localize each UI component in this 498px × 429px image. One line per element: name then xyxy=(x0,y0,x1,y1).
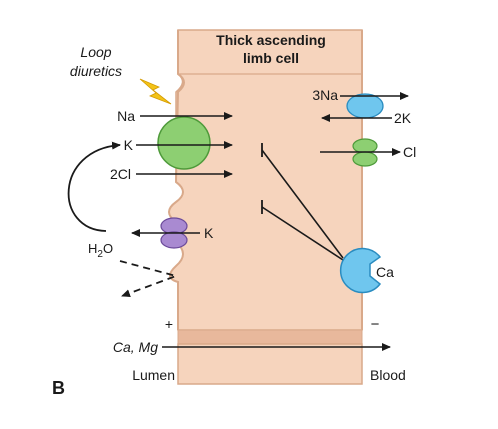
cell-title-line2: limb cell xyxy=(243,50,299,66)
cell-body xyxy=(168,29,363,331)
lower-cell xyxy=(177,343,363,385)
cl-label: 2Cl xyxy=(110,166,131,182)
na-label: Na xyxy=(117,108,135,124)
k-out-label: K xyxy=(204,225,214,241)
ca-sensing-receptor xyxy=(339,247,382,294)
k-label: K xyxy=(124,137,134,153)
lumen-label: Lumen xyxy=(132,367,175,383)
romk-channel-bottom xyxy=(160,231,188,249)
nkcc2-transporter xyxy=(157,116,211,170)
blood-label: Blood xyxy=(370,367,406,383)
drug-label-line1: Loop xyxy=(80,44,111,60)
lightning-bolt-icon xyxy=(139,78,172,105)
inhibition-line-upper xyxy=(261,149,344,259)
k-recycling-arrow xyxy=(67,141,121,232)
blood-charge: − xyxy=(371,316,380,333)
inhibition-line-lower xyxy=(261,206,344,261)
drug-label-line2: diuretics xyxy=(70,63,122,79)
panel-label: B xyxy=(52,378,65,398)
tight-junction xyxy=(177,329,363,345)
cl-channel-bottom xyxy=(352,151,378,167)
lumen-charge: + xyxy=(165,316,173,332)
na-basolateral-label: 3Na xyxy=(312,87,338,103)
cl-basolateral-label: Cl xyxy=(403,144,416,160)
apical-membrane xyxy=(168,30,185,330)
cell-title-line1: Thick ascending xyxy=(216,32,326,48)
k-basolateral-label: 2K xyxy=(394,110,412,126)
ca-receptor-label: Ca xyxy=(376,264,394,280)
paracellular-ions-label: Ca, Mg xyxy=(113,339,158,355)
cl-channel-top xyxy=(352,138,378,154)
water-flow-path xyxy=(119,260,179,297)
water-label: H2O xyxy=(88,241,113,260)
na-k-atpase-pump xyxy=(346,93,384,119)
